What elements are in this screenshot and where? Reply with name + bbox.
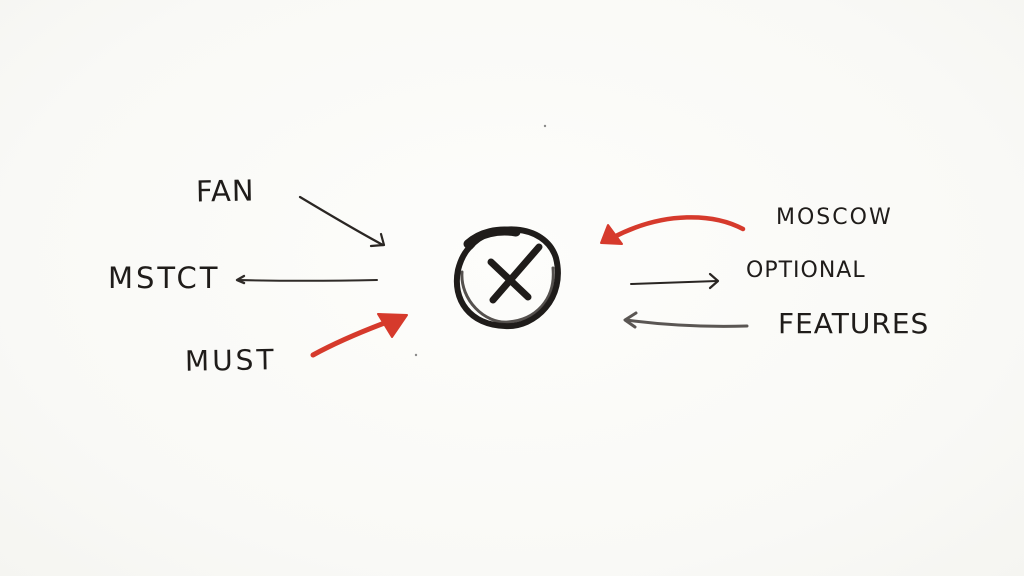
label-mstct: MSTCT (108, 261, 221, 295)
fan-arrow-icon (298, 195, 386, 248)
stray-dot (414, 353, 418, 357)
label-moscow: MOSCOW (776, 205, 893, 230)
moscow-arrow-icon (600, 215, 746, 245)
stray-dot (543, 124, 547, 128)
label-features: FEATURES (778, 307, 930, 340)
optional-arrow-icon (630, 272, 720, 290)
circled-x-icon (453, 226, 561, 330)
label-optional: OPTIONAL (746, 258, 866, 283)
label-fan: FAN (195, 173, 255, 209)
mstct-arrow-icon (235, 274, 378, 285)
must-arrow-icon (310, 313, 408, 358)
features-arrow-icon (623, 311, 749, 329)
label-must: MUST (184, 343, 277, 378)
